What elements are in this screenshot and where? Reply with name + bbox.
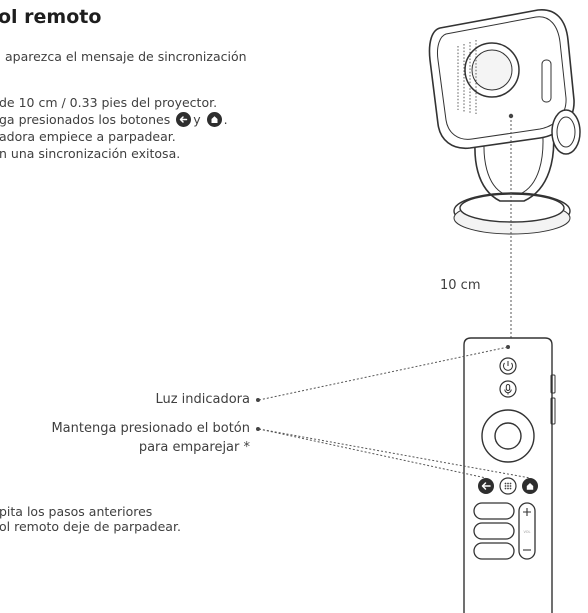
apps-grid-icon xyxy=(499,477,517,495)
back-arrow-icon xyxy=(176,112,192,127)
pair-label-line-2: para emparejar * xyxy=(138,440,250,455)
dpad-ring xyxy=(481,409,535,463)
distance-label: 10 cm xyxy=(440,278,481,293)
intro-line: aparezca el mensaje de sincronización xyxy=(5,49,247,64)
step-line-2: ga presionados los botones y . xyxy=(0,112,228,127)
shortcut-button-2 xyxy=(473,522,515,540)
volume-label: VOL xyxy=(523,530,530,534)
indicator-leader-dot xyxy=(256,398,260,402)
projector-stand-arm xyxy=(474,119,555,202)
step-line-1: de 10 cm / 0.33 pies del proyector. xyxy=(0,95,218,110)
volume-rocker xyxy=(518,502,536,560)
home-icon xyxy=(206,112,222,127)
microphone-icon xyxy=(499,380,517,398)
step-end: . xyxy=(223,112,228,127)
remote-indicator-dot xyxy=(506,345,510,349)
pair-leader-back xyxy=(258,428,487,479)
step-line-4: n una sincronización exitosa. xyxy=(0,146,181,161)
indicator-leader xyxy=(258,346,509,401)
projector-sensor-dot xyxy=(508,113,514,119)
shortcut-button-3 xyxy=(473,542,515,560)
dpad-center-button xyxy=(494,422,522,450)
remote-control xyxy=(463,337,556,613)
callout-leaders xyxy=(258,346,531,479)
indicator-label: Luz indicadora xyxy=(155,392,250,407)
step-conj: y xyxy=(193,112,201,127)
pair-leader-home xyxy=(258,428,531,479)
step-line-3: adora empiece a parpadear. xyxy=(0,129,176,144)
page-heading: ol remoto xyxy=(0,6,102,28)
step-line-2-text: ga presionados los botones xyxy=(0,112,171,127)
projector-knob xyxy=(551,109,581,155)
projector-lens xyxy=(464,42,520,98)
repeat-line-1: pita los pasos anteriores xyxy=(0,504,153,519)
pair-leader-dot xyxy=(256,427,260,431)
power-icon xyxy=(499,357,517,375)
repeat-line-2: ol remoto deje de parpadear. xyxy=(0,519,181,534)
projector-illustration xyxy=(428,9,581,235)
shortcut-button-1 xyxy=(473,502,515,520)
pair-label-line-1: Mantenga presionado el botón xyxy=(51,421,250,436)
